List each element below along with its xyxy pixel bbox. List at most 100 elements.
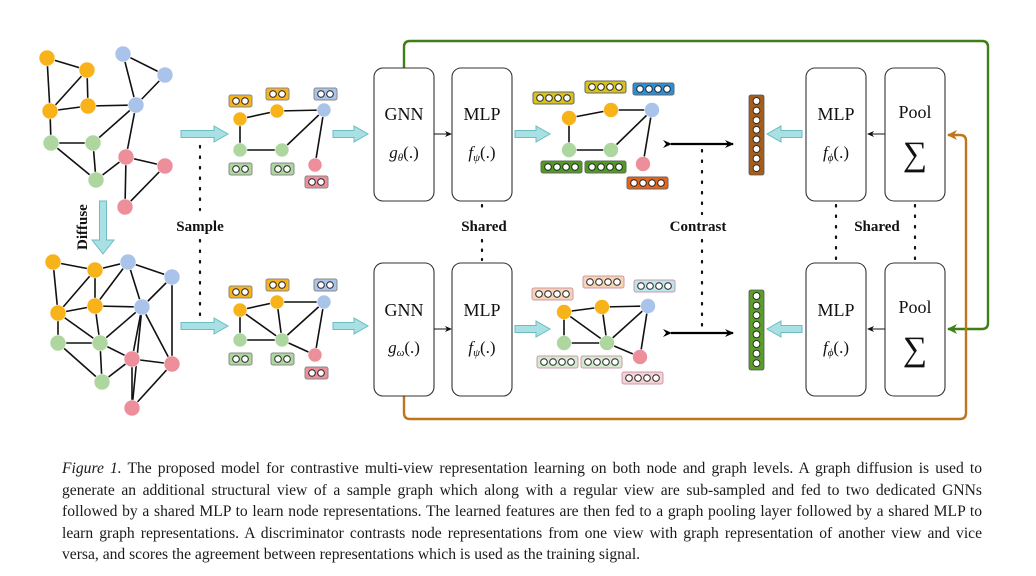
graph-vector-top bbox=[748, 94, 765, 176]
sampled-feature-bottom bbox=[228, 285, 253, 299]
embedded-graph-top-edge bbox=[642, 109, 653, 165]
vector-cell bbox=[752, 125, 761, 134]
sampled-graph-top-node bbox=[232, 111, 248, 127]
mlp-bottom-block: MLP fψ(.) bbox=[451, 262, 513, 397]
mlp-graph-bottom-block: MLP fϕ(.) bbox=[805, 262, 867, 397]
diffused-graph-node bbox=[119, 253, 137, 271]
embedded-graph-top-node bbox=[635, 156, 651, 172]
sampled-graph-bottom-node bbox=[307, 347, 323, 363]
vector-cell bbox=[752, 330, 761, 339]
model-diagram: Diffuse Sample GNN gθ(.) MLP fψ(.) GNN g… bbox=[38, 39, 990, 421]
vector-cell bbox=[752, 145, 761, 153]
mlp-top-block: MLP fψ(.) bbox=[451, 67, 513, 202]
sampled-graph-top-node bbox=[274, 142, 290, 158]
sampled-graph-top-edge bbox=[281, 109, 325, 151]
diffused-graph-edge bbox=[52, 261, 59, 314]
vector-cell bbox=[752, 292, 761, 300]
sampled-graph-bottom-node bbox=[274, 332, 290, 348]
original-graph-edge bbox=[92, 104, 137, 144]
embedded-graph-bottom-node bbox=[594, 299, 610, 315]
vector-cell bbox=[752, 97, 761, 105]
sampled-feature-top bbox=[228, 162, 253, 176]
original-graph-edge bbox=[124, 156, 127, 208]
gnn-bottom-title: GNN bbox=[385, 300, 424, 320]
pool-top-block: Pool ∑ bbox=[884, 67, 946, 202]
embedded-graph-bottom-node bbox=[632, 349, 648, 365]
diffused-graph-node bbox=[86, 261, 104, 279]
sampled-feature-top bbox=[270, 162, 295, 176]
gnn-top-function: gθ(.) bbox=[389, 143, 418, 164]
sample-arrow-top bbox=[180, 125, 230, 143]
original-graph-node bbox=[156, 157, 174, 175]
feedback-loop-brown bbox=[402, 130, 968, 421]
embedded-graph-bottom-edge bbox=[639, 305, 649, 358]
embedded-graph-top-node bbox=[644, 102, 660, 118]
diffused-graph-node bbox=[163, 268, 181, 286]
mlp-to-embed-arrow-bottom bbox=[514, 320, 552, 338]
graph-nodes bbox=[38, 45, 660, 417]
embedded-graph-top-edge bbox=[610, 109, 653, 151]
mlp-bottom-function: fψ(.) bbox=[468, 338, 495, 359]
embedded-graph-bottom-edge bbox=[606, 305, 649, 344]
original-graph-edge bbox=[124, 165, 166, 208]
node-embedding-bottom bbox=[580, 355, 623, 369]
caption-text: The proposed model for contrastive multi… bbox=[62, 460, 982, 563]
gnn-bottom-function: gω(.) bbox=[388, 338, 420, 359]
original-graph-edge bbox=[50, 142, 97, 181]
sampled-graph-top-edge bbox=[314, 109, 325, 166]
sampled-feature-bottom bbox=[313, 278, 338, 292]
vector-cell bbox=[752, 320, 761, 329]
diffused-graph-edge bbox=[57, 269, 96, 314]
diffused-graph-edge bbox=[141, 306, 173, 365]
diffused-graph-edge bbox=[57, 342, 103, 383]
node-embedding-bottom bbox=[582, 275, 625, 289]
mlp-top-function: fψ(.) bbox=[468, 143, 495, 164]
gnn-top-block: GNN gθ(.) bbox=[373, 67, 435, 202]
embedded-graph-bottom-node bbox=[556, 304, 572, 320]
sampled-graph-bottom-node bbox=[232, 302, 248, 318]
diffused-graph-node bbox=[49, 334, 67, 352]
sum-icon: ∑ bbox=[903, 331, 927, 368]
vector-cell bbox=[752, 359, 761, 368]
node-embedding-bottom bbox=[531, 287, 574, 301]
vector-cell bbox=[752, 164, 761, 173]
original-graph-node bbox=[79, 97, 97, 115]
vector-cell bbox=[752, 311, 761, 320]
sampled-feature-top bbox=[313, 87, 338, 101]
gnn-bottom-block: GNN gω(.) bbox=[373, 262, 435, 397]
mlp-graph-top-block: MLP fϕ(.) bbox=[805, 67, 867, 202]
feedback-loop-green bbox=[402, 39, 990, 334]
original-graph-edge bbox=[49, 69, 88, 112]
original-graph-node bbox=[117, 148, 135, 166]
vector-cell bbox=[752, 154, 761, 163]
node-embedding-bottom bbox=[536, 355, 579, 369]
mlp-graph-bottom-title: MLP bbox=[817, 300, 854, 320]
diffused-graph-node bbox=[93, 373, 111, 391]
figure-caption: Figure 1. The proposed model for contras… bbox=[62, 458, 982, 566]
sampled-graph-top-node bbox=[269, 103, 285, 119]
mlp-bottom-title: MLP bbox=[463, 300, 500, 320]
sampled-graph-bottom-edge bbox=[314, 301, 325, 356]
diffused-graph-edge bbox=[57, 312, 101, 344]
embedded-graph-bottom-node bbox=[599, 335, 615, 351]
pool-bottom-block: Pool ∑ bbox=[884, 262, 946, 397]
sampled-feature-bottom bbox=[228, 352, 253, 366]
node-embeddings bbox=[228, 80, 676, 385]
sampled-graph-bottom-node bbox=[232, 332, 248, 348]
original-graph-node bbox=[38, 49, 56, 67]
sampled-feature-bottom bbox=[270, 352, 295, 366]
embedded-graph-bottom-node bbox=[640, 298, 656, 314]
sampled-graph-top-edge bbox=[276, 109, 325, 112]
mlp-to-vector-arrow-bottom bbox=[765, 320, 803, 338]
node-embedding-top bbox=[632, 82, 675, 96]
vector-cell bbox=[752, 301, 761, 310]
mlp-to-vector-arrow-top bbox=[765, 125, 803, 143]
graph-vector-bottom bbox=[748, 289, 765, 371]
sampled-graph-bottom-node bbox=[269, 294, 285, 310]
original-graph-node bbox=[41, 102, 59, 120]
node-embedding-top bbox=[626, 176, 669, 190]
gnn-top-title: GNN bbox=[385, 104, 424, 124]
diffused-graph-node bbox=[86, 297, 104, 315]
sampled-graph-bottom-node bbox=[316, 294, 332, 310]
diffuse-label: Diffuse bbox=[75, 204, 91, 250]
